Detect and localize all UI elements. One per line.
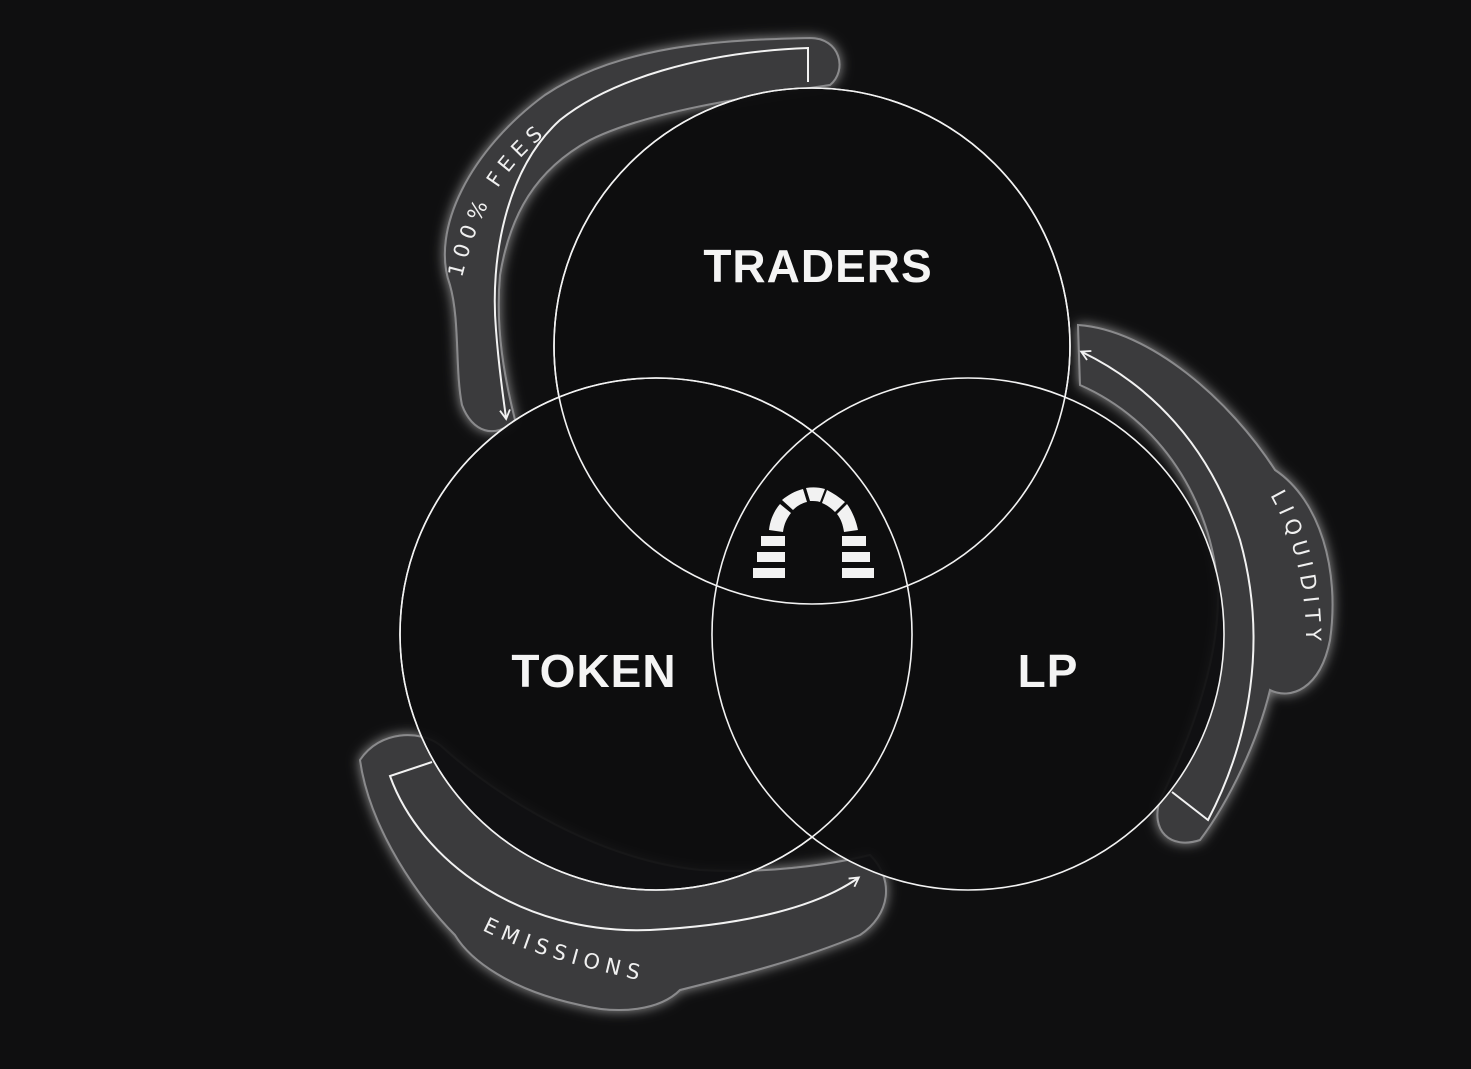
emissions-arrow (388, 761, 861, 932)
lp-label: LP (1018, 645, 1079, 697)
token-label: TOKEN (511, 645, 676, 697)
lp-circle[interactable] (711, 377, 1225, 891)
flow-arrows (388, 46, 1255, 932)
arch-logo-icon (753, 487, 874, 578)
fees-arrow (493, 46, 809, 421)
traders-label: TRADERS (703, 240, 932, 292)
liquidity-arrow (1079, 350, 1255, 822)
